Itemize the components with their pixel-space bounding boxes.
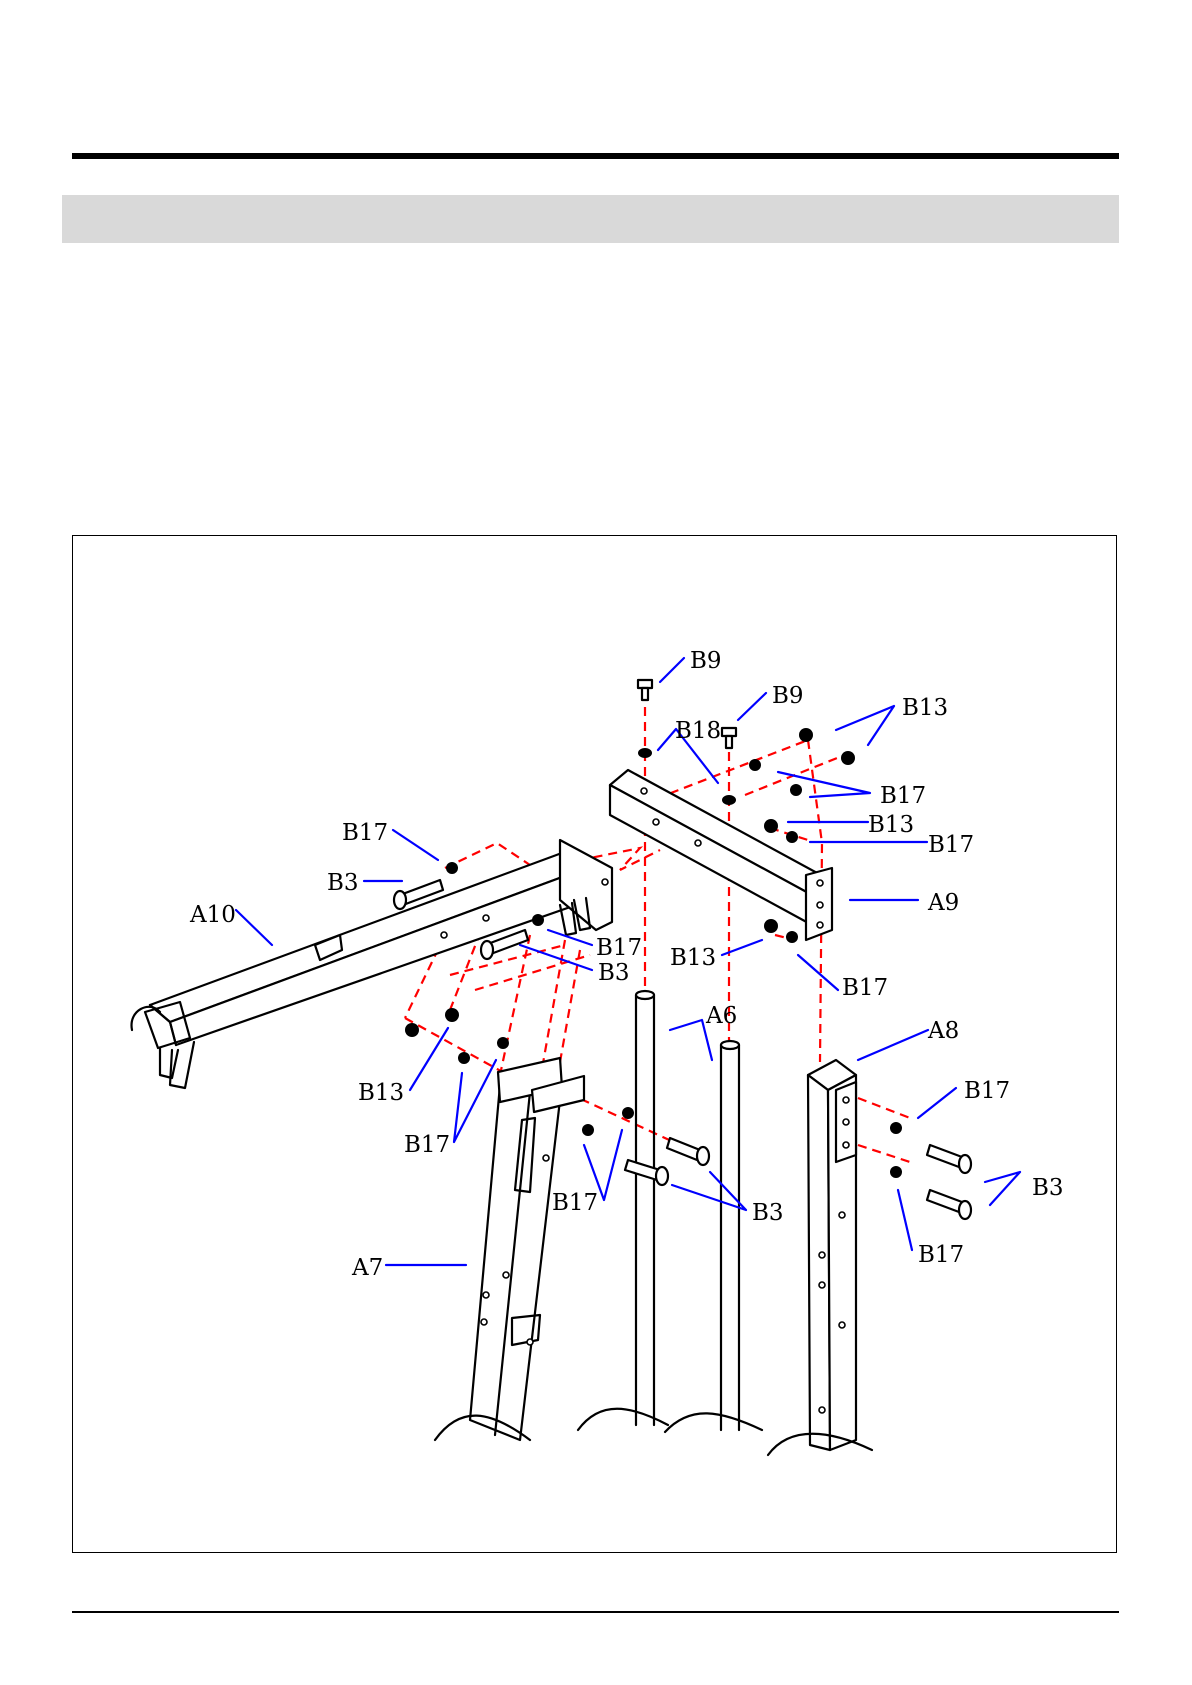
label-b18: B18	[675, 718, 721, 744]
label-a7: A7	[351, 1255, 383, 1281]
washer-b17	[790, 784, 802, 796]
part-a9-bracket-tube	[610, 770, 832, 940]
label-a6: A6	[705, 1003, 737, 1029]
label-b3: B3	[327, 870, 359, 896]
label-b17: B17	[842, 975, 888, 1001]
part-a6-posts	[636, 991, 739, 1430]
label-b3: B3	[752, 1200, 784, 1226]
label-b17: B17	[404, 1132, 450, 1158]
label-b17: B17	[928, 832, 974, 858]
washer-b17	[458, 1052, 470, 1064]
washer-b17	[446, 862, 458, 874]
label-b13: B13	[358, 1080, 404, 1106]
bolt-b3-a7-1	[625, 1160, 668, 1185]
washer-b18-1	[638, 748, 652, 758]
bolt-b3-a7-2	[667, 1138, 709, 1165]
label-b17: B17	[880, 783, 926, 809]
washer-b17	[890, 1166, 902, 1178]
label-b13: B13	[868, 812, 914, 838]
nut-b13	[445, 1008, 459, 1022]
label-b9: B9	[690, 648, 722, 674]
washer-b17	[582, 1124, 594, 1136]
label-b9: B9	[772, 683, 804, 709]
nut-b13	[764, 919, 778, 933]
washer-b17	[622, 1107, 634, 1119]
nut-b13	[764, 819, 778, 833]
label-b13: B13	[902, 695, 948, 721]
part-a8-post	[808, 1060, 856, 1450]
nut-b13	[841, 751, 855, 765]
bolt-b9-top	[638, 680, 652, 700]
label-a8: A8	[927, 1018, 959, 1044]
label-a10: A10	[189, 902, 236, 928]
washer-b17	[497, 1037, 509, 1049]
nut-b13	[799, 728, 813, 742]
part-a10-arm	[132, 840, 612, 1088]
label-b17: B17	[552, 1190, 598, 1216]
bolt-b3-a8-2	[927, 1190, 971, 1219]
part-a7-leg	[470, 1058, 584, 1440]
bolt-b9-second	[722, 728, 736, 748]
washer-b17	[532, 914, 544, 926]
label-b3: B3	[598, 960, 630, 986]
washer-b18-2	[722, 795, 736, 805]
washer-b17	[786, 831, 798, 843]
label-b13: B13	[670, 945, 716, 971]
washer-b17	[786, 931, 798, 943]
label-b17: B17	[342, 820, 388, 846]
bolt-b3-a8-1	[927, 1145, 971, 1173]
label-b17: B17	[918, 1242, 964, 1268]
nut-b13	[405, 1023, 419, 1037]
washer-b17	[749, 759, 761, 771]
washer-b17	[890, 1122, 902, 1134]
label-a9: A9	[927, 890, 959, 916]
label-b3: B3	[1032, 1175, 1064, 1201]
label-b17: B17	[964, 1078, 1010, 1104]
label-b17: B17	[596, 935, 642, 961]
